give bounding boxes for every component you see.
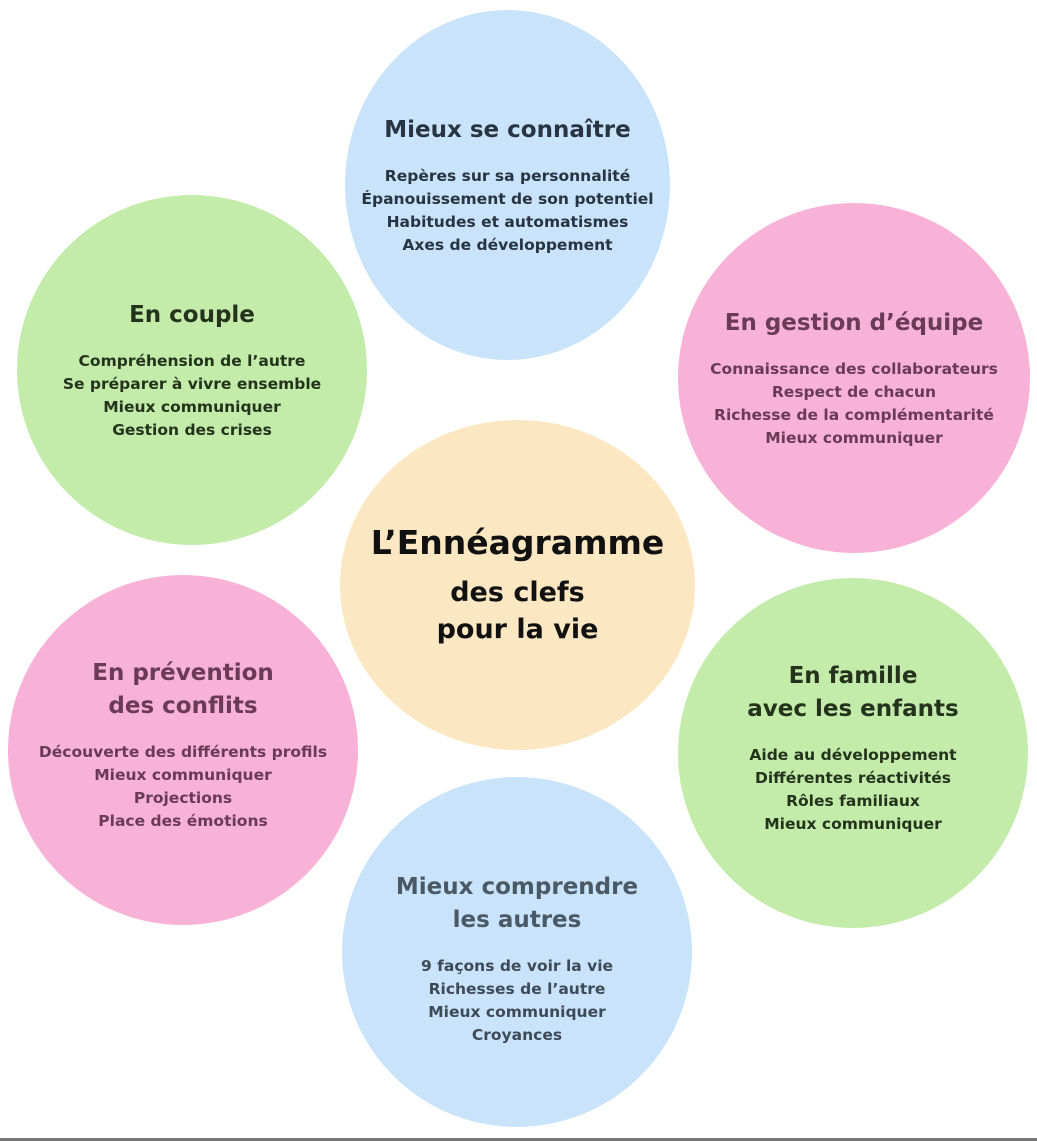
bubble-item: Différentes réactivités	[754, 769, 952, 787]
bubble-item: Mieux communiquer	[94, 766, 272, 784]
bubble-item: Richesses de l’autre	[428, 980, 606, 998]
center-subtitle: des clefs pour la vie	[436, 576, 599, 645]
bubble-item: Connaissance des collaborateurs	[710, 359, 998, 378]
bubble-item: Découverte des différents profils	[38, 743, 328, 761]
bubble-items: 9 façons de voir la vie Richesses de l’a…	[421, 955, 613, 1047]
bubble-item: Gestion des crises	[112, 420, 272, 439]
bubble-item: Place des émotions	[98, 812, 268, 830]
bubble-item: Mieux communiquer	[103, 397, 281, 416]
bubble-title: En couple	[129, 301, 255, 328]
bubble-item: Croyances	[471, 1026, 563, 1044]
bubble-title: Mieux se connaître	[384, 116, 631, 143]
bubble-item: Richesse de la complémentarité	[714, 405, 994, 424]
bubble-item: Mieux communiquer	[428, 1003, 606, 1021]
bubble-item: Aide au développement	[749, 746, 957, 764]
bubble-item: Axes de développement	[402, 235, 613, 254]
bubble-item: 9 façons de voir la vie	[420, 957, 614, 975]
bubble-items: Repères sur sa personnalité Épanouisseme…	[361, 165, 653, 257]
bubble-items: Aide au développement Différentes réacti…	[749, 744, 956, 836]
bubble-en-prevention-des-conflits: En prévention des conflits Découverte de…	[8, 575, 358, 925]
bottom-divider	[0, 1138, 1037, 1141]
bubble-items: Connaissance des collaborateurs Respect …	[710, 358, 998, 450]
bubble-item: Mieux communiquer	[765, 428, 943, 447]
bubble-items: Compréhension de l’autre Se préparer à v…	[63, 350, 321, 442]
bubble-en-famille: En famille avec les enfants Aide au déve…	[678, 578, 1028, 928]
bubble-title: En famille avec les enfants	[747, 663, 959, 722]
bubble-item: Se préparer à vivre ensemble	[62, 374, 322, 393]
center-title: L’Ennéagramme	[370, 522, 665, 562]
bubble-title: Mieux comprendre les autres	[395, 874, 639, 933]
bubble-mieux-comprendre-les-autres: Mieux comprendre les autres 9 façons de …	[342, 777, 692, 1127]
bubble-item: Repères sur sa personnalité	[384, 166, 631, 185]
bubble-title: En prévention des conflits	[92, 660, 274, 719]
bubble-en-gestion-equipe: En gestion d’équipe Connaissance des col…	[678, 203, 1030, 553]
bubble-mieux-se-connaitre: Mieux se connaître Repères sur sa person…	[345, 10, 670, 360]
bubble-en-couple: En couple Compréhension de l’autre Se pr…	[17, 195, 367, 545]
bubble-item: Rôles familiaux	[786, 792, 920, 810]
bubble-item: Habitudes et automatismes	[386, 212, 629, 231]
bubble-items: Découverte des différents profils Mieux …	[39, 741, 327, 833]
bubble-item: Compréhension de l’autre	[78, 351, 306, 370]
bubble-item: Projections	[133, 789, 233, 807]
bubble-item: Respect de chacun	[771, 382, 937, 401]
bubble-item: Mieux communiquer	[764, 815, 942, 833]
center-bubble: L’Ennéagramme des clefs pour la vie	[340, 420, 695, 750]
bubble-title: En gestion d’équipe	[724, 309, 984, 336]
bubble-item: Épanouissement de son potentiel	[361, 189, 654, 208]
